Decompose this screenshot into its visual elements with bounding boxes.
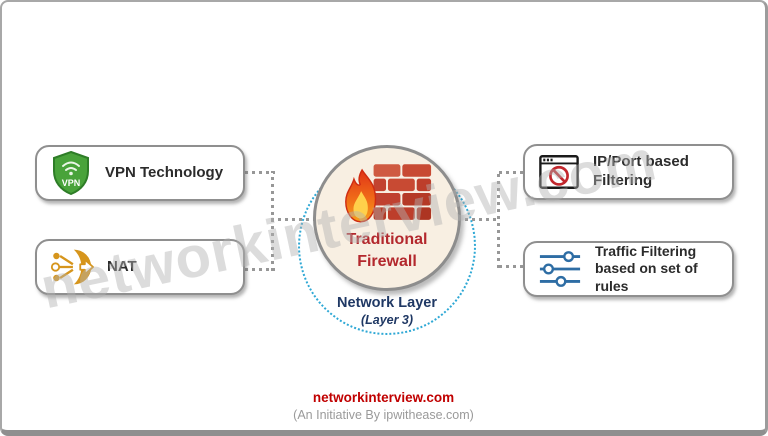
node-label: VPN Technology [105, 163, 224, 181]
node-label: NAT [107, 257, 137, 275]
label-line-2: Filtering [593, 172, 653, 189]
footer-site-name: networkinterview.com [312, 390, 455, 405]
blocked-site-icon [538, 152, 580, 192]
connector-traffic-horizontal [499, 265, 525, 268]
center-title-line-2: Firewall [357, 253, 417, 270]
center-firewall-node: Traditional Firewall [313, 145, 461, 291]
connector-left-to-center [271, 218, 317, 221]
node-vpn-technology: VPN VPN Technology [35, 145, 245, 201]
layer-name: Network Layer [337, 295, 437, 311]
nat-translation-icon [50, 245, 94, 289]
vpn-shield-icon: VPN [50, 151, 92, 195]
node-label: IP/Port based Filtering [593, 153, 689, 191]
connector-ipport-horizontal [499, 171, 525, 174]
node-label: Traffic Filtering based on set of rules [595, 243, 724, 296]
label-line-1: IP/Port based [593, 153, 689, 171]
center-title: Traditional Firewall [347, 229, 428, 273]
node-nat: NAT [35, 239, 245, 295]
label-line-1: Traffic Filtering [595, 242, 697, 259]
network-layer-label: Network Layer (Layer 3) [303, 295, 471, 327]
connector-center-to-right [458, 218, 499, 221]
svg-text:VPN: VPN [62, 178, 81, 188]
filter-sliders-icon [538, 249, 582, 289]
node-traffic-filtering: Traffic Filtering based on set of rules [523, 241, 734, 297]
label-line-2: based on set of rules [595, 260, 698, 294]
connector-vpn-horizontal [245, 171, 275, 174]
firewall-brick-flame-icon [341, 162, 433, 226]
footer-tagline: (An Initiative By ipwithease.com) [293, 408, 474, 422]
node-ip-port-filtering: IP/Port based Filtering [523, 144, 734, 200]
layer-number: (Layer 3) [360, 313, 414, 327]
connector-nat-horizontal [245, 268, 275, 271]
connector-left-vertical [271, 171, 274, 271]
center-title-line-1: Traditional [346, 231, 428, 248]
